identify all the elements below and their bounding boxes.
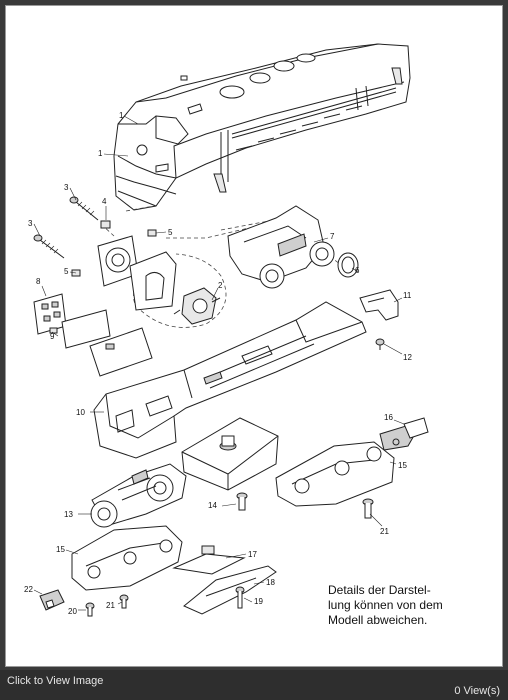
screw-19 [235, 586, 245, 609]
callout-10: 10 [76, 408, 85, 417]
locomotive-shell [113, 43, 411, 211]
screw-21-lower [119, 594, 129, 609]
callout-11: 11 [403, 291, 412, 300]
motor-mount [97, 235, 177, 311]
click-to-view-link[interactable]: Click to View Image [7, 675, 104, 687]
callout-19: 19 [254, 597, 263, 606]
disclaimer-note: Details der Darstel- lung können von dem… [328, 583, 443, 627]
callout-2: 2 [218, 281, 223, 290]
callout-15a: 15 [398, 461, 407, 470]
callout-3a: 3 [64, 183, 69, 192]
callout-labels: 1 1 3 4 5 3 5 7 6 8 2 9 11 12 10 16 15 1… [24, 111, 412, 616]
callout-5b: 5 [64, 267, 69, 276]
callout-21b: 21 [106, 601, 115, 610]
part-17 [172, 545, 246, 575]
circuit-board-8 [33, 293, 67, 335]
traction-tire-6 [337, 252, 359, 278]
part-22 [39, 589, 65, 611]
coupler-16 [379, 417, 429, 451]
plate-center [89, 327, 153, 377]
callout-21a: 21 [380, 527, 389, 536]
callout-14: 14 [208, 501, 217, 510]
callout-12: 12 [403, 353, 412, 362]
front-truck-7 [227, 205, 335, 289]
viewer-footer: Click to View Image 0 View(s) [0, 670, 508, 700]
screw-21-right [362, 498, 374, 519]
callout-7: 7 [330, 232, 335, 241]
callout-22: 22 [24, 585, 33, 594]
callout-17: 17 [248, 550, 257, 559]
rear-truck-15 [275, 441, 395, 507]
callout-8: 8 [36, 277, 41, 286]
front-truck-13 [90, 463, 187, 528]
screw-20 [85, 602, 95, 617]
callout-6: 6 [355, 266, 360, 275]
screw-3-lower [33, 234, 65, 259]
screw-14 [236, 492, 248, 511]
coupler-clip-11 [359, 289, 399, 321]
sideframe-18 [183, 565, 277, 615]
screw-3-upper [69, 196, 99, 221]
screw-12 [375, 338, 385, 350]
callout-16: 16 [384, 413, 393, 422]
callout-1a: 1 [119, 111, 124, 120]
diagram-svg: 1 1 3 4 5 3 5 7 6 8 2 9 11 12 10 16 15 1… [24, 43, 429, 617]
lower-truck-15 [71, 525, 183, 591]
plate-left [61, 309, 111, 349]
motor [173, 287, 221, 325]
chassis-frame-10 [93, 301, 367, 459]
callout-4: 4 [102, 197, 107, 206]
exploded-parts-diagram[interactable]: 1 1 3 4 5 3 5 7 6 8 2 9 11 12 10 16 15 1… [5, 5, 503, 667]
callout-9: 9 [50, 332, 55, 341]
callout-5a: 5 [168, 228, 173, 237]
callout-1b: 1 [98, 149, 103, 158]
weight-tray [181, 417, 279, 491]
callout-15b: 15 [56, 545, 65, 554]
callout-18: 18 [266, 578, 275, 587]
callout-3b: 3 [28, 219, 33, 228]
callout-13: 13 [64, 510, 73, 519]
callout-20: 20 [68, 607, 77, 616]
view-count: 0 View(s) [454, 685, 500, 697]
